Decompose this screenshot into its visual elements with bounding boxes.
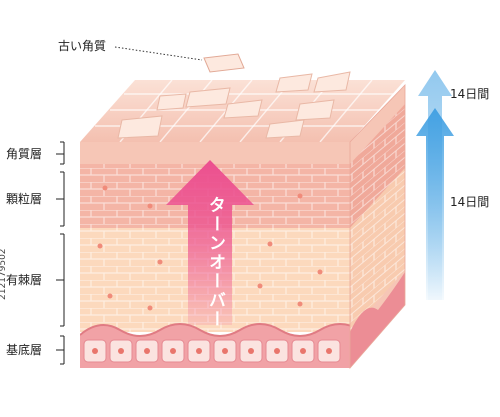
label-stratum-granulosum: 顆粒層	[6, 192, 43, 206]
side-layers	[350, 85, 405, 368]
turnover-label: ターンオーバー	[205, 196, 225, 329]
label-stratum-corneum: 角質層	[6, 147, 43, 161]
label-lower-duration: 14日間	[450, 195, 490, 209]
flake-pointer	[114, 46, 203, 61]
label-stratum-basale: 基底層	[6, 343, 43, 357]
lower-duration-arrow-icon	[416, 108, 454, 300]
label-stratum-spinosum: 有棘層	[6, 273, 43, 287]
label-upper-duration: 14日間	[450, 87, 490, 101]
label-old-stratum: 古い角質	[58, 39, 107, 53]
old-flake	[203, 53, 245, 73]
watermark-id: 212179502	[0, 248, 8, 300]
turnover-arrow-icon	[166, 160, 254, 325]
layer-brackets	[56, 141, 65, 365]
